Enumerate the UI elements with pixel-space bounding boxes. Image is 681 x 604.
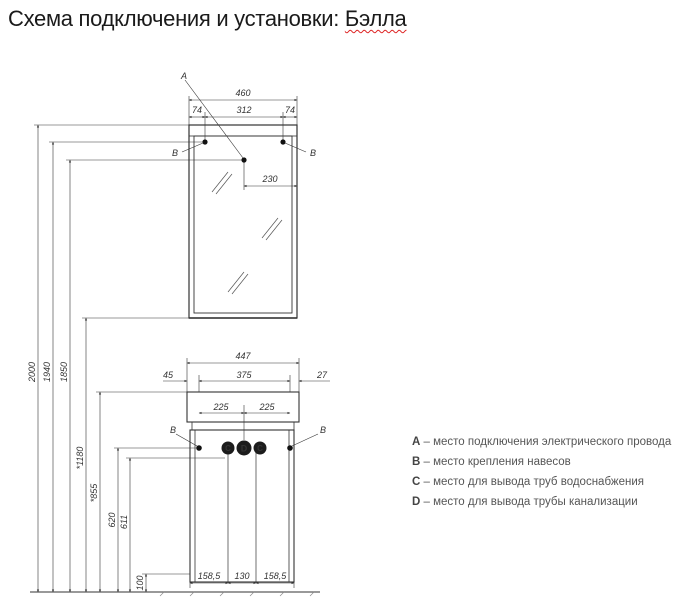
cabinet	[186, 391, 300, 583]
height-855: *855	[89, 483, 99, 503]
cabinet-bottom-left: 158,5	[198, 571, 222, 581]
legend-text: – место подключения электрического прово…	[420, 436, 672, 448]
mirror-points	[181, 79, 307, 163]
title-main: Схема подключения и установки:	[8, 6, 345, 31]
mirror	[188, 124, 298, 319]
callout-b-cabinet-right: B	[320, 425, 326, 435]
cabinet-side-left: 45	[163, 370, 174, 380]
mirror-dimensions	[188, 96, 298, 190]
cabinet-points	[175, 433, 319, 456]
height-1850: 1850	[59, 362, 69, 382]
callout-c-left: C	[225, 444, 231, 453]
legend-text: – место крепления навесов	[420, 456, 571, 468]
callout-d: D	[241, 444, 248, 454]
height-1940: 1940	[42, 362, 52, 382]
mirror-width-total: 460	[235, 88, 250, 98]
cabinet-half-right: 225	[258, 402, 275, 412]
cabinet-inner-width: 375	[236, 370, 252, 380]
cabinet-width-total: 447	[235, 351, 251, 361]
cabinet-dimensions	[163, 358, 330, 588]
height-dimensions	[34, 124, 242, 593]
legend-key: B	[412, 456, 421, 468]
mirror-side-left: 74	[192, 105, 202, 115]
callout-b-mirror-right: B	[310, 148, 316, 158]
legend-item-a: A – место подключения электрического про…	[412, 432, 671, 452]
legend-key: C	[412, 476, 421, 488]
cabinet-side-right: 27	[316, 370, 328, 380]
legend-item-c: C – место для вывода труб водоснабжения	[412, 472, 671, 492]
callout-b-mirror-left: B	[172, 148, 178, 158]
height-611: 611	[119, 515, 129, 529]
legend: A – место подключения электрического про…	[412, 432, 671, 512]
cabinet-bottom-center: 130	[234, 571, 249, 581]
callout-b-cabinet-left: B	[170, 425, 176, 435]
legend-text: – место для вывода трубы канализации	[420, 496, 638, 508]
title-product-name: Бэлла	[344, 6, 407, 31]
legend-key: D	[412, 496, 421, 508]
height-1180: *1180	[75, 447, 85, 470]
cabinet-half-left: 225	[212, 402, 229, 412]
legend-item-b: B – место крепления навесов	[412, 452, 671, 472]
legend-item-d: D – место для вывода трубы канализации	[412, 492, 671, 512]
callout-a: A	[180, 71, 187, 81]
mirror-inner-width: 312	[236, 105, 251, 115]
height-620: 620	[107, 512, 117, 527]
height-100: 100	[135, 575, 145, 590]
floor-hatch	[159, 591, 315, 597]
height-2000: 2000	[27, 362, 37, 383]
mirror-offset-a: 230	[261, 174, 277, 184]
callout-c-right: C	[257, 444, 263, 453]
mirror-side-right: 74	[285, 105, 295, 115]
legend-text: – место для вывода труб водоснабжения	[420, 476, 645, 488]
legend-key: A	[412, 436, 421, 448]
page-title: Схема подключения и установки: Бэлла	[8, 6, 407, 32]
cabinet-bottom-right: 158,5	[264, 571, 288, 581]
